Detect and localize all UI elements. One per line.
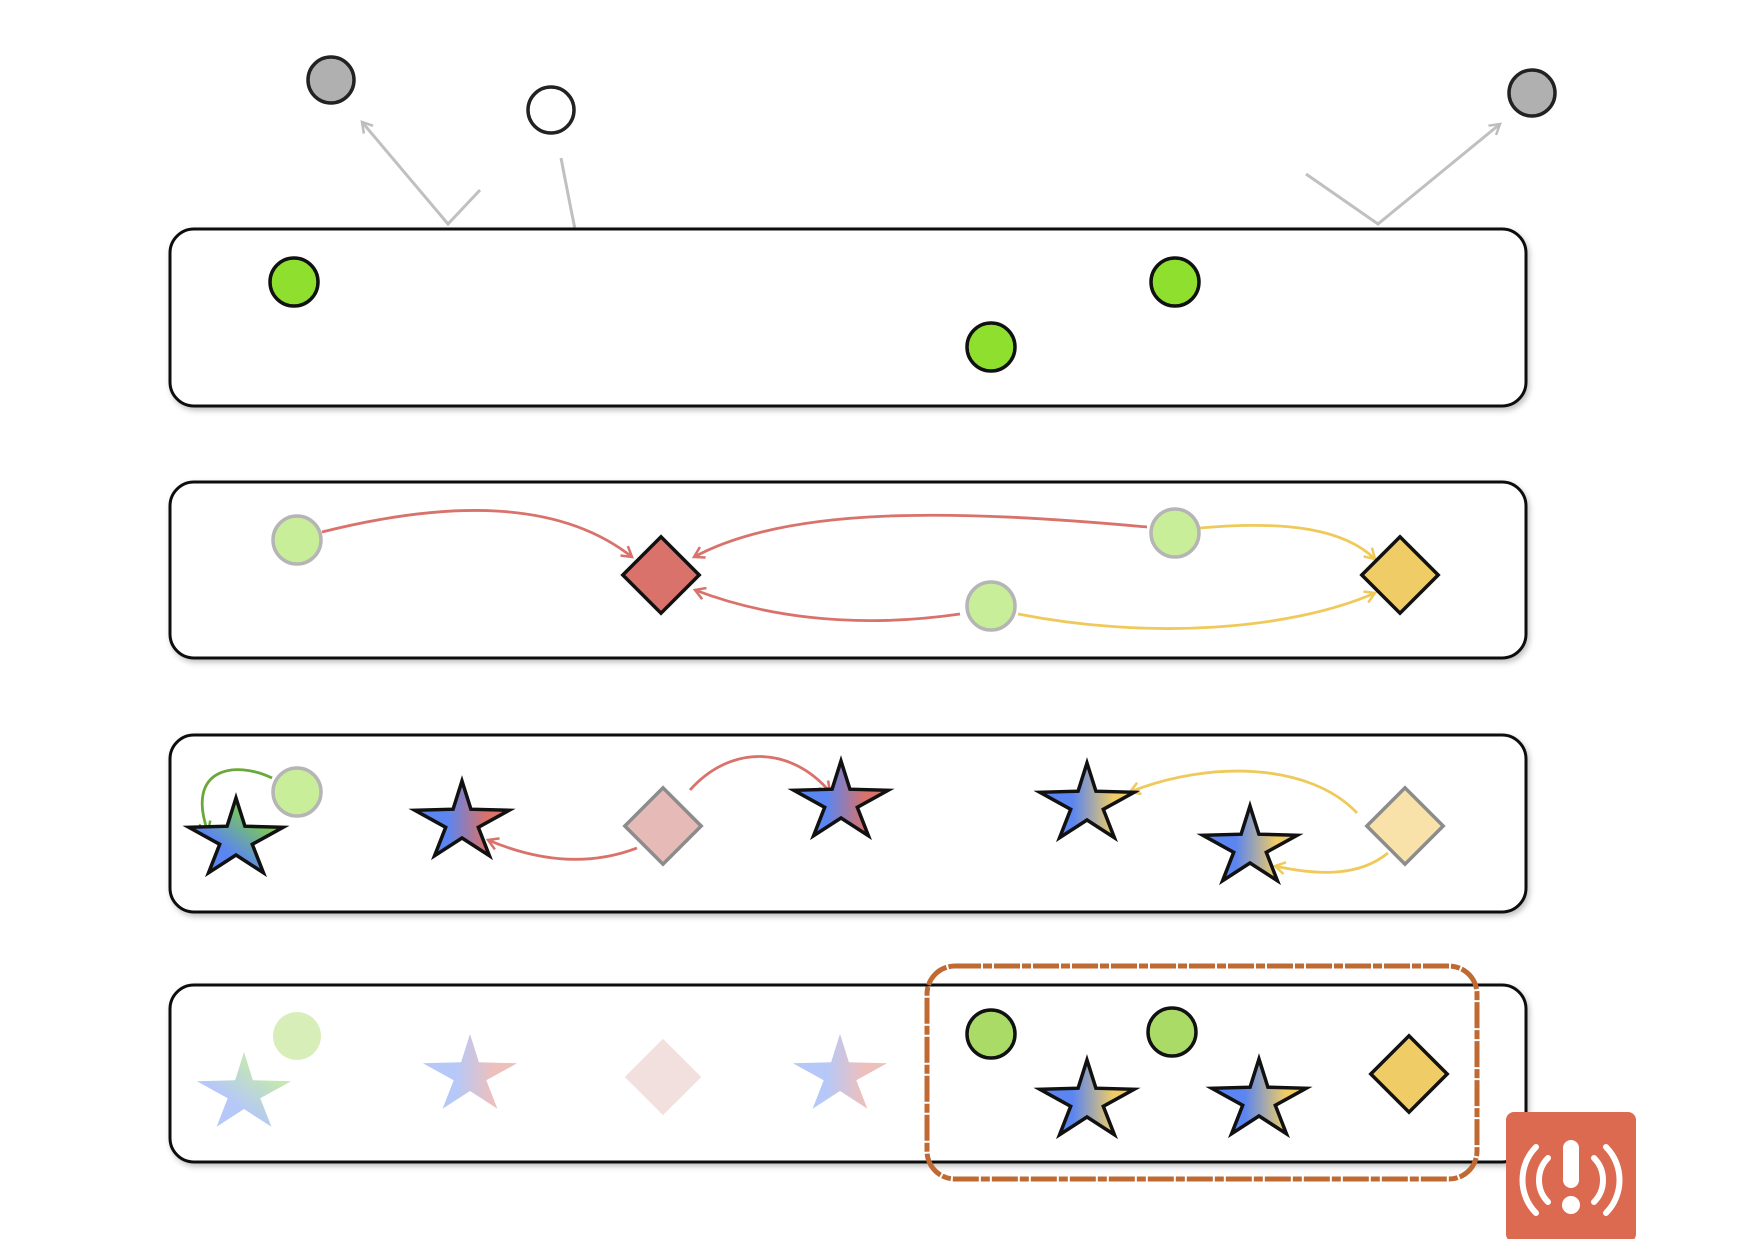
green-node [1146, 1006, 1198, 1058]
gray-node [1507, 68, 1557, 118]
faded-red-diamond-node [622, 785, 704, 867]
yellow-diamond-node [1359, 534, 1441, 616]
panel-frame [168, 227, 1528, 408]
panel-row-2 [168, 480, 1528, 660]
panel-row-4 [168, 963, 1528, 1182]
arrow-icon [695, 590, 961, 623]
star-node-icon [1205, 1053, 1313, 1139]
arrow-icon [362, 122, 482, 227]
star-node-icon [1196, 800, 1304, 886]
green-node [1149, 256, 1201, 308]
arrow-icon [694, 513, 1148, 557]
arrow-icon [1017, 593, 1375, 630]
arrow-icon [1275, 851, 1389, 872]
star-node-icon [787, 755, 895, 841]
faded-green-node [271, 514, 323, 566]
green-node [965, 1008, 1017, 1060]
white-node [526, 85, 576, 135]
alert-badge[interactable] [1506, 1112, 1636, 1239]
gray-node [306, 55, 356, 105]
panel-frame [168, 480, 1528, 660]
arrow-icon [1199, 523, 1375, 559]
panel-row-1 [168, 227, 1528, 408]
ghost-green-node [273, 1012, 321, 1060]
faded-green-node [1149, 507, 1201, 559]
faded-green-node [271, 766, 323, 818]
star-node-icon [408, 775, 516, 861]
top-area [306, 55, 1557, 300]
alert-broadcast-icon [1519, 1144, 1623, 1216]
star-node-icon [1033, 757, 1141, 843]
green-node [268, 256, 320, 308]
arrow-icon [688, 755, 830, 792]
star-node-icon [1033, 1054, 1141, 1140]
arrow-icon [1130, 769, 1359, 814]
panel-row-3 [168, 733, 1528, 914]
arrow-icon [1305, 124, 1500, 226]
green-node [965, 321, 1017, 373]
alert-exclamation-bar [1563, 1140, 1579, 1188]
star-node-icon [182, 792, 290, 878]
highlight-box [924, 963, 1480, 1182]
star-node-icon [792, 1034, 888, 1109]
arrow-icon [488, 840, 638, 861]
alert-exclamation-dot [1562, 1196, 1580, 1214]
star-node-icon [196, 1052, 292, 1127]
arrow-icon [321, 509, 632, 557]
star-node-icon [422, 1034, 518, 1109]
yellow-diamond-node [1368, 1033, 1450, 1115]
arrow-icon [202, 768, 273, 832]
faded-green-node [965, 580, 1017, 632]
red-diamond-node [620, 534, 702, 616]
faded-yellow-diamond-node [1364, 785, 1446, 867]
